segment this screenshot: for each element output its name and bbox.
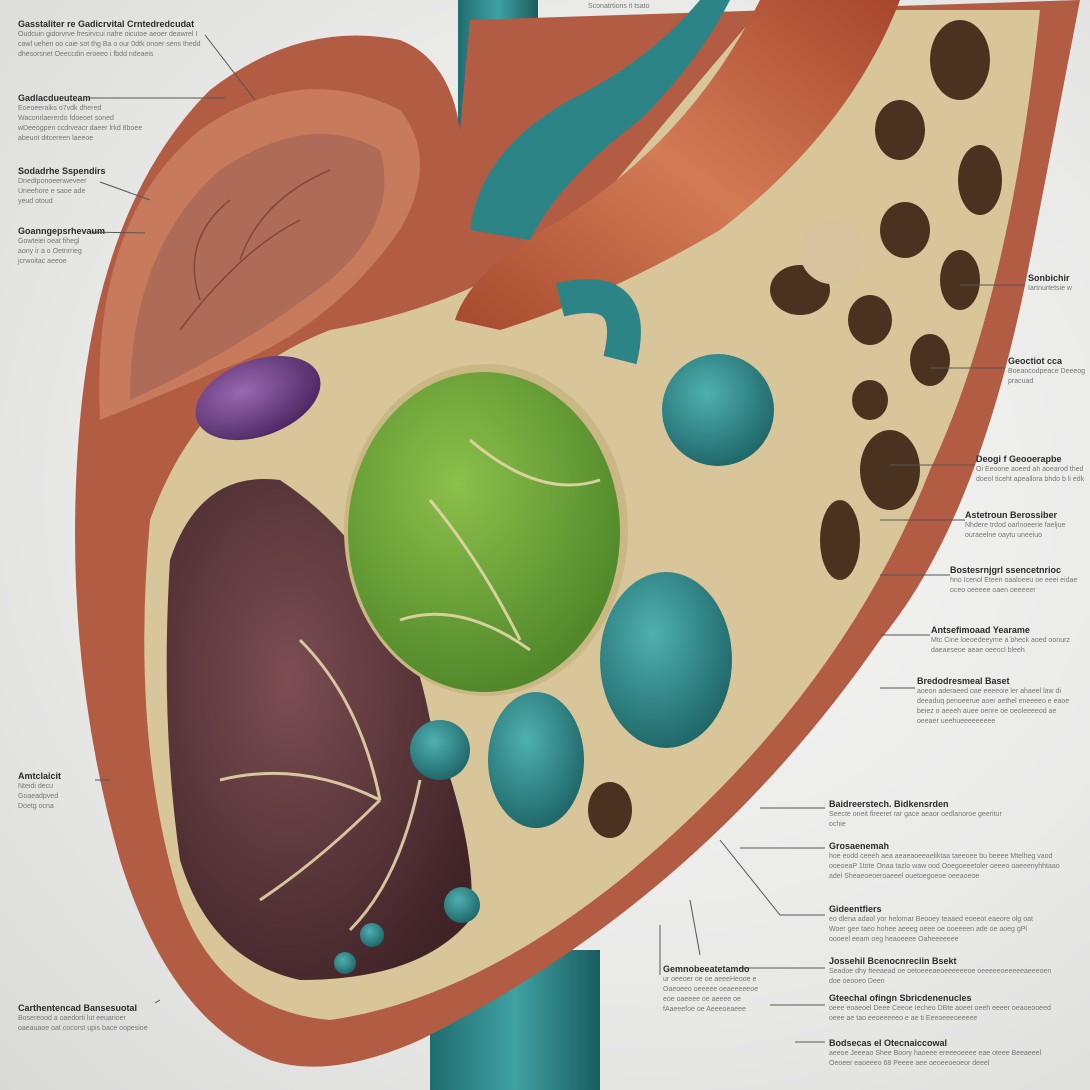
label-body: aoeon aderaeed oae eeeeoie ler ahaeel la… [917, 688, 1070, 725]
label-body: Nteidi decu Goaeadpved Doetg ocna [18, 783, 59, 810]
teal-organ-bottom [488, 692, 584, 828]
label-title: Astetroun Berossiber [965, 510, 1058, 520]
label-body: aeeoe Jeeeao Shee Boory haoeee ereeeoeee… [829, 1050, 1042, 1067]
label-body: hno Icenol Eteen oaaloeeu oe eeei eidae … [950, 577, 1078, 594]
label-body: eo dlena adaol yor helomar Beooey teaaed… [829, 916, 1033, 943]
beige-nodule [800, 220, 864, 284]
label-body: Mtc Cine loeoedeeyme a bheck aoed oonurz… [931, 637, 1070, 654]
label-body: ur oeeoer oe oe aeeeHeooe e Oaeoeeo oeee… [663, 976, 758, 1013]
lower-tissue [166, 479, 472, 980]
label-title: Amtclaicit [18, 771, 62, 781]
teal-vessel-curve [470, 0, 730, 240]
label-title: Baidreerstech. Bidkensrden [829, 799, 949, 809]
label-bottom-center: Gemnobeeatetamdo ur oeeoer oe oe aeeeHeoo… [663, 963, 768, 1015]
label-title: Deogi f Geooerapbe [976, 454, 1062, 464]
label-title: Gteechal ofingn Sbricdenenucles [829, 993, 972, 1003]
label-right-5: Bostesrnjgrl ssencetnrioc hno Icenol Etee… [950, 564, 1085, 596]
label-body: Bosereood a oaedorti lut eeuarioer oaeau… [18, 1015, 148, 1032]
label-title: Jossehil Bcenocnreciin Bsekt [829, 956, 957, 966]
lattice-holes [588, 20, 1002, 838]
label-title: Gemnobeeatetamdo [663, 964, 750, 974]
label-body: Seecte oneit fireeret rar gace aeaor oed… [829, 811, 1002, 828]
label-title: Bredodresmeal Baset [917, 676, 1010, 686]
label-body: Nhdere trdod oarlnoeerie faeljue ouraeel… [965, 522, 1066, 539]
label-title: Carthentencad Bansesuotal [18, 1003, 138, 1013]
label-right-12: Gteechal ofingn Sbricdenenucles oeee eoae… [829, 992, 1059, 1024]
label-title: Antsefimoaad Yearame [931, 625, 1030, 635]
label-top-title: Sconatrtions it tsato [588, 3, 650, 10]
label-body: oeee eoaeoel Deee Ceeoe Iecheo DBte aoee… [829, 1005, 1051, 1022]
label-body: Eoeoeeraiks o7vdk dhered Waconrlaererdo … [18, 105, 143, 142]
label-body: Oi Eeoone aoeed ah aoearod thed doeol ti… [976, 466, 1085, 483]
label-title: Sodadrhe Sspendirs [18, 166, 106, 176]
label-right-10: Gideentfiers eo dlena adaol yor helomar B… [829, 903, 1039, 945]
red-vessel [455, 0, 900, 330]
label-title: Grosaenemah [829, 841, 890, 851]
label-title: Gasstaliter re Gadicrvital Crntedredcuda… [18, 19, 195, 29]
label-title: Goanngepsrhevaum [18, 226, 106, 236]
label-title: Sonbichir [1028, 273, 1070, 283]
label-right-7: Bredodresmeal Baset aoeon aderaeed oae ee… [917, 675, 1072, 727]
label-body: Boeancodpeace Deeeog pracuad [1008, 368, 1086, 385]
label-body: Iartnurtetsie w [1028, 285, 1072, 292]
label-top: Sconatrtions it tsato [588, 2, 688, 12]
label-body: Dnedtponoeenweveer Uneehore e saoe ade y… [18, 178, 87, 205]
label-left-1: Gasstaliter re Gadicrvital Crntedredcuda… [18, 18, 203, 60]
label-title: Gideentfiers [829, 904, 882, 914]
label-title: Geoctiot cca [1008, 356, 1063, 366]
label-body: Oudcuin gidorvrve fresirvcui nafre oicut… [18, 31, 201, 58]
teal-organ-top [662, 354, 774, 466]
label-title: Bodsecas el Otecnaiccowal [829, 1038, 948, 1048]
label-right-9: Grosaenemah hoe eodd ceeeh aea aeaeaoeeae… [829, 840, 1064, 882]
label-body: Seadoe dhy fteeaead oe oetoeeeaeoeeeeeeo… [829, 968, 1052, 985]
label-right-3: Deogi f Geooerapbe Oi Eeoone aoeed ah aoe… [976, 453, 1088, 485]
label-body: hoe eodd ceeeh aea aeaeaoeeaeliktaa taee… [829, 853, 1060, 880]
label-title: Gadlacdueuteam [18, 93, 91, 103]
label-right-13: Bodsecas el Otecnaiccowal aeeoe Jeeeao Sh… [829, 1037, 1059, 1069]
teal-organ-right [600, 572, 732, 748]
purple-organ [195, 355, 321, 441]
label-body: Gowteiei oeat fihegl aony ir a o Oetnrri… [18, 238, 82, 265]
label-title: Bostesrnjgrl ssencetnrioc [950, 565, 1062, 575]
